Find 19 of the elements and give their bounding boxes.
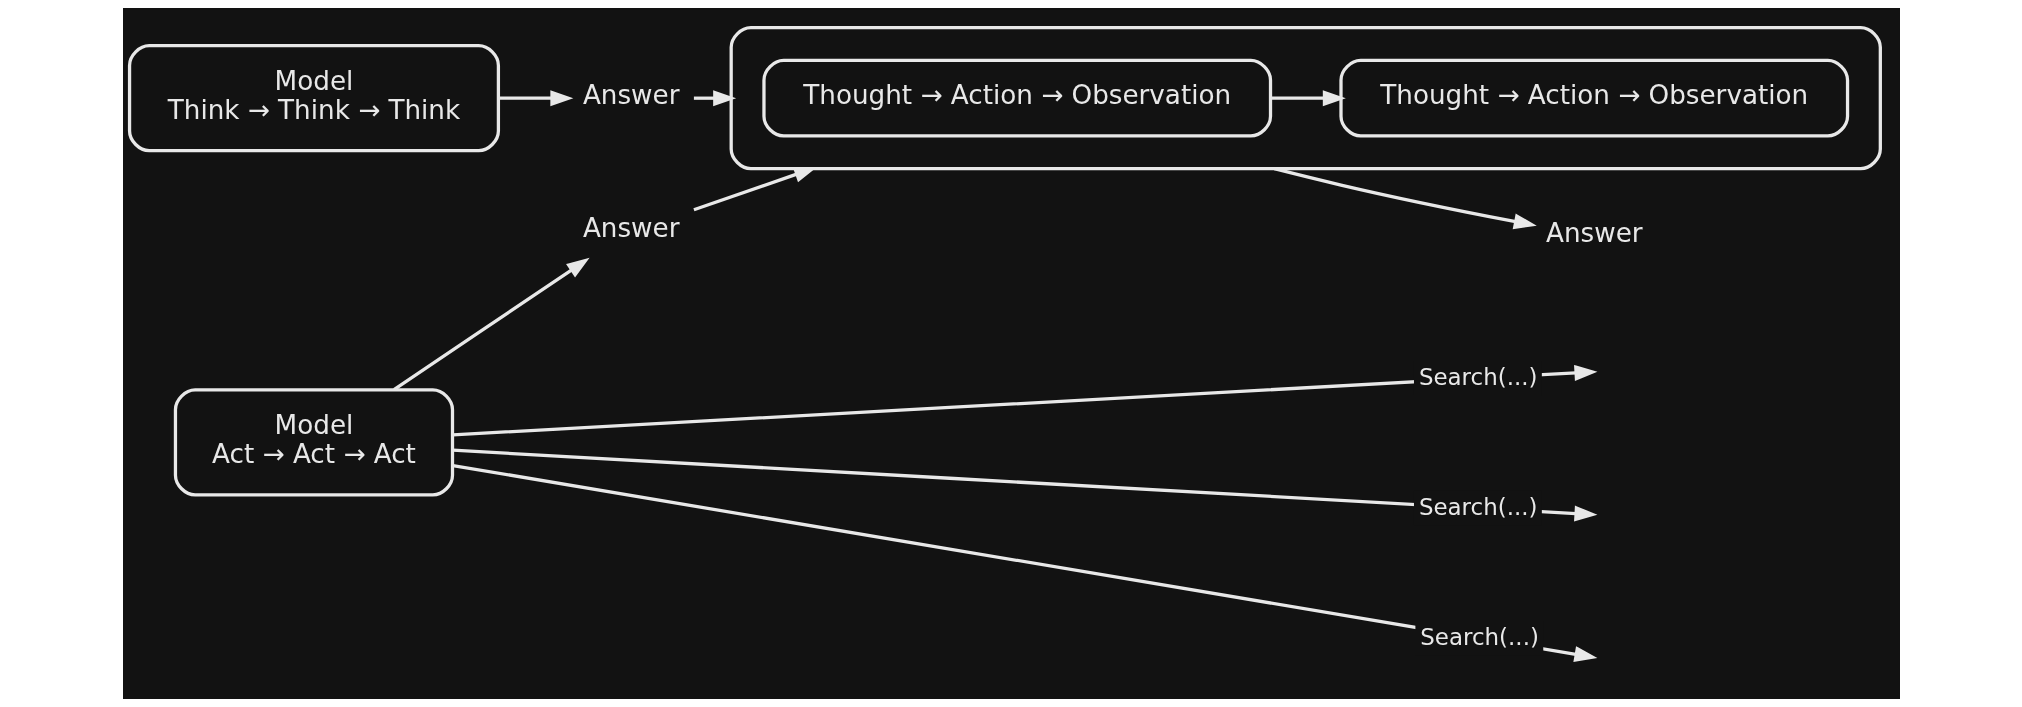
node-box: Model Think → Think → Think — [127, 44, 500, 153]
node-box: Model Act → Act → Act — [173, 388, 454, 497]
node-text: Answer — [582, 213, 679, 244]
node-text: Answer — [582, 80, 679, 111]
arrow — [498, 90, 573, 107]
node-box: Thought → Action → Observation — [761, 58, 1272, 138]
arrow — [452, 463, 1597, 663]
arrow — [452, 364, 1597, 437]
edge-label: Search(...) — [1419, 624, 1539, 651]
arrow — [452, 448, 1597, 522]
arrow — [1273, 167, 1537, 230]
cluster — [729, 26, 1882, 171]
node-box: Thought → Action → Observation — [1338, 58, 1849, 138]
arrow — [1270, 90, 1346, 107]
node-text: Answer — [1545, 218, 1643, 249]
arrow — [693, 90, 736, 107]
edge-label: Search(...) — [1418, 364, 1537, 391]
edge-label: Search(...) — [1418, 493, 1537, 520]
arrow — [392, 257, 590, 391]
